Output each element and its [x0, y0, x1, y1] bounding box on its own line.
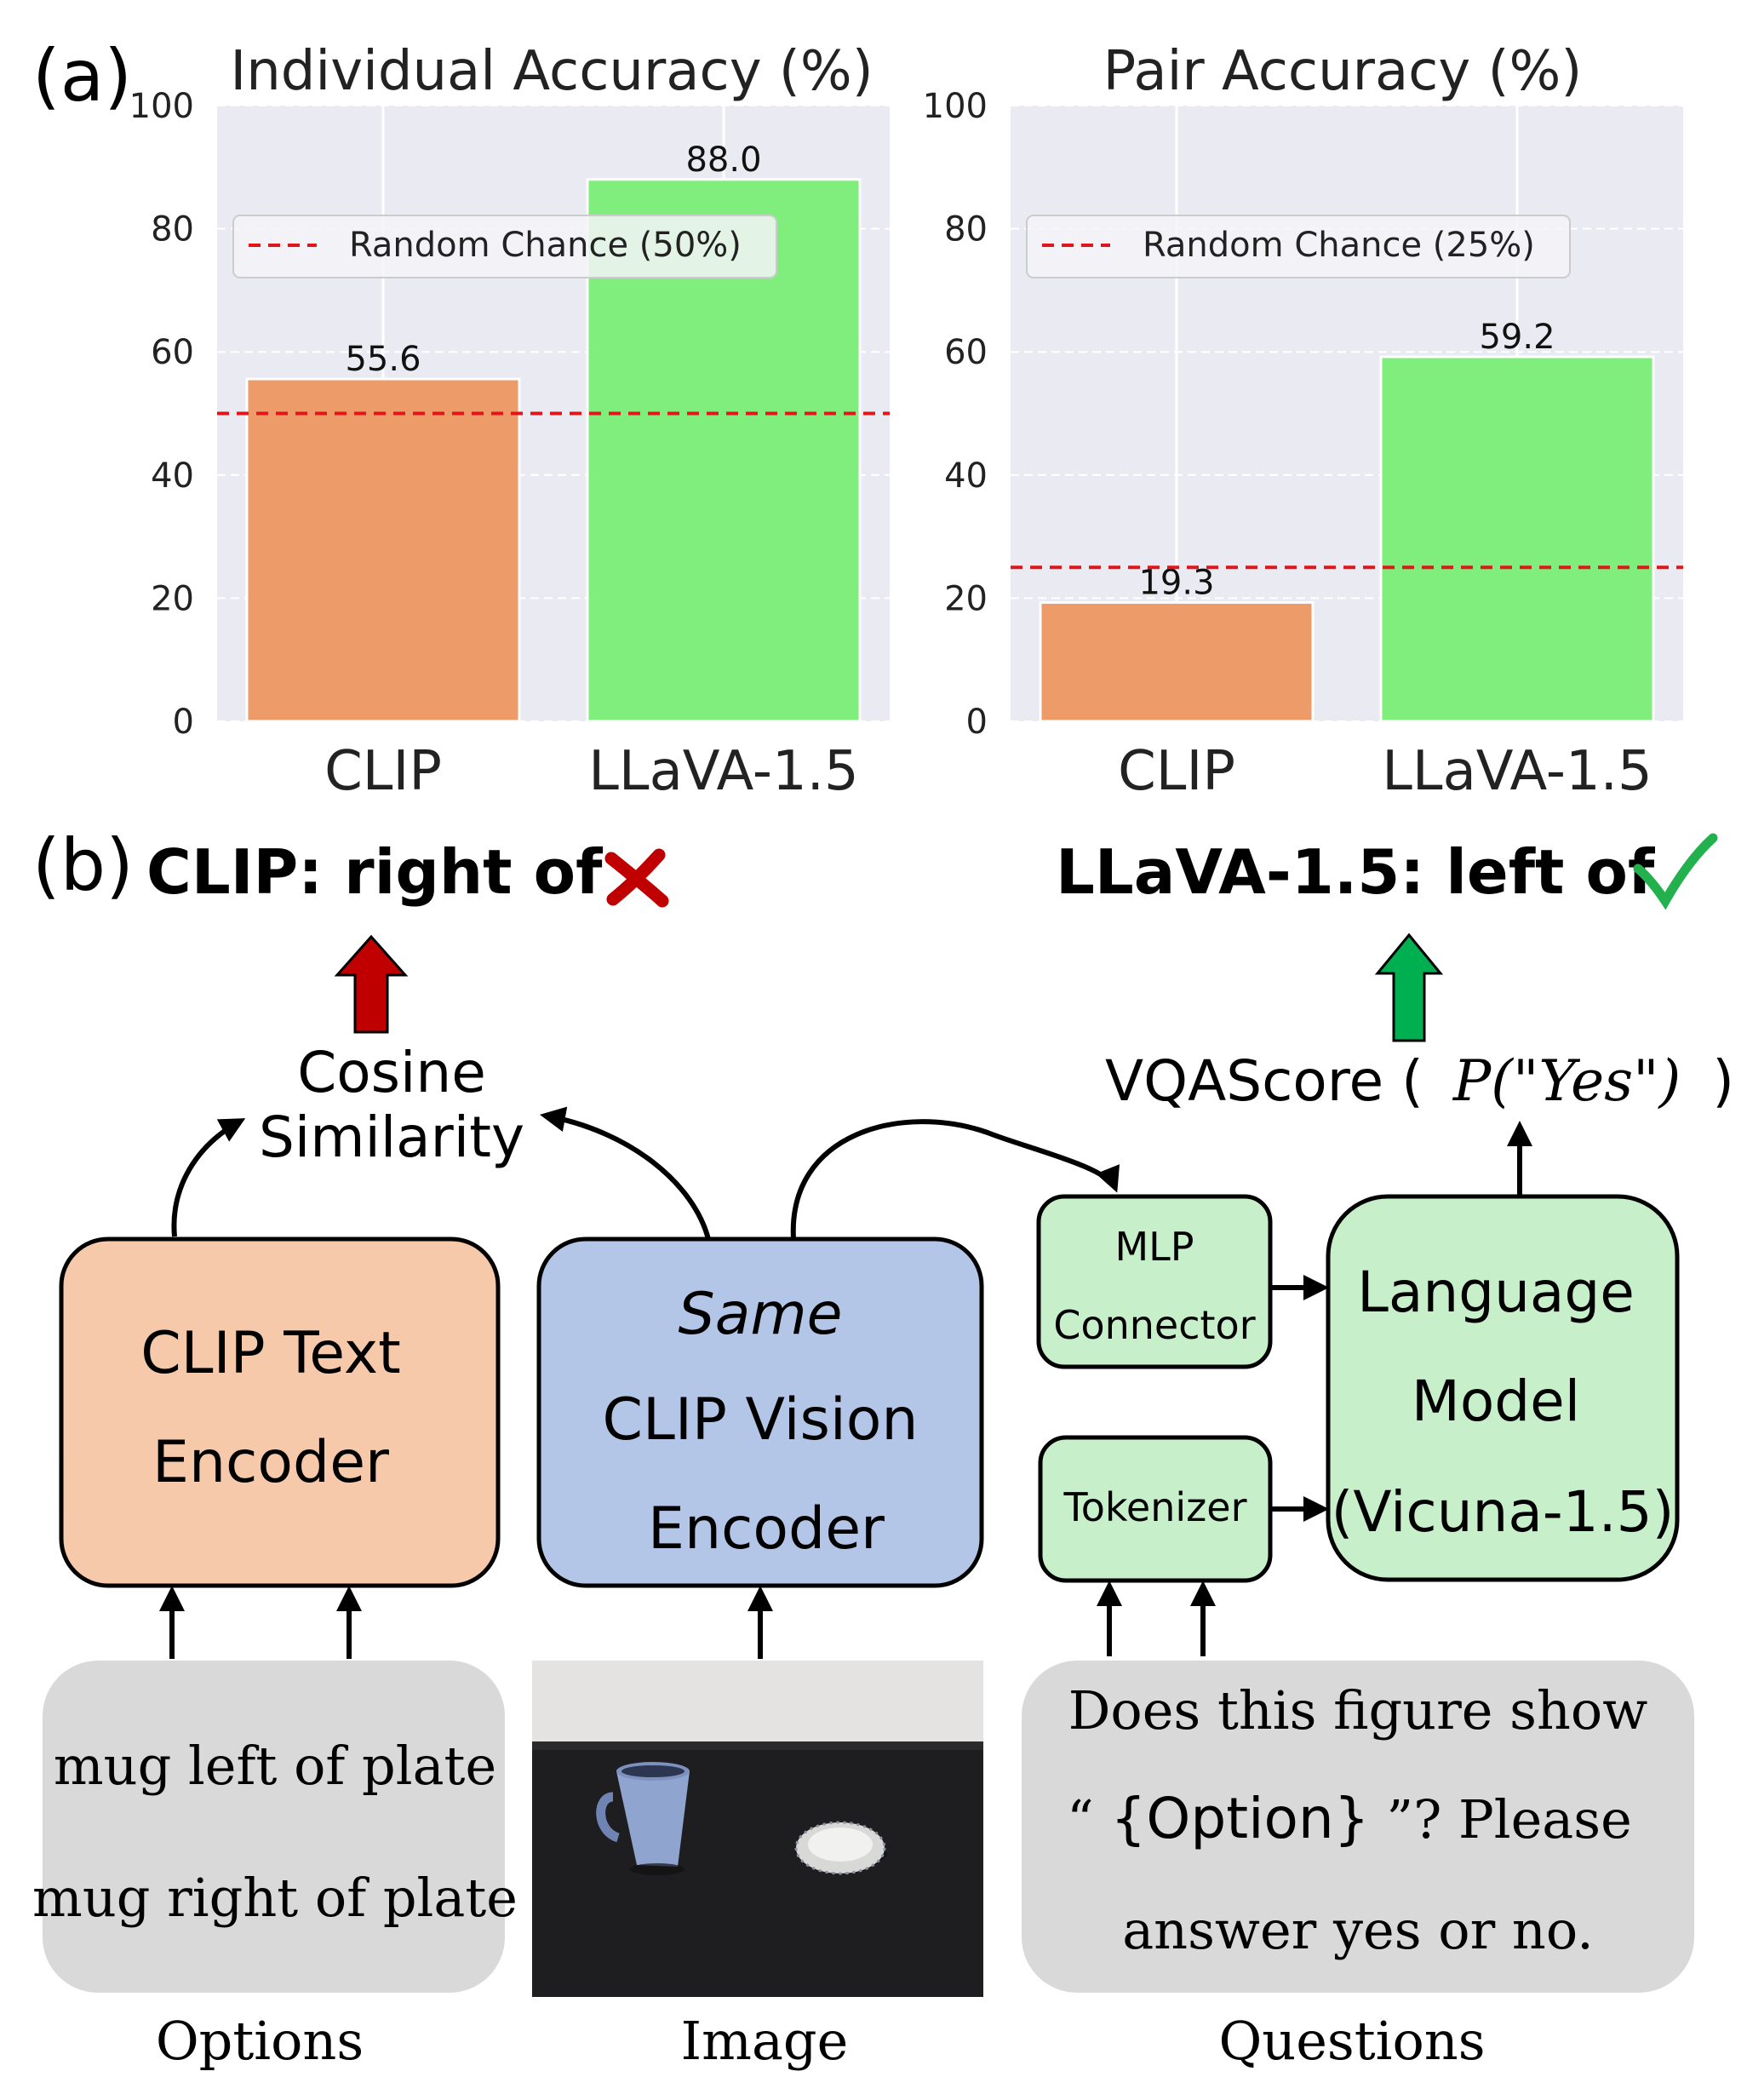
chart1-title: Individual Accuracy (%) — [230, 40, 873, 103]
individual-accuracy-chart: Individual Accuracy (%) 0 20 40 60 80 100 55.… — [129, 40, 890, 803]
y-tick-label: 0 — [966, 703, 988, 742]
chart1-legend-label: Random Chance (50%) — [349, 226, 742, 265]
clip-vision-encoder-line3: Encoder — [648, 1495, 885, 1563]
y-tick-label: 20 — [944, 579, 988, 618]
mlp-connector-line1: MLP — [1114, 1224, 1194, 1270]
vision-to-mlp-arrow — [790, 1119, 1120, 1240]
caption-options: Options — [156, 2010, 364, 2072]
caption-questions: Questions — [1218, 2010, 1485, 2072]
clip-vision-encoder-line1: Same — [679, 1281, 843, 1348]
bar-llava-1-5 — [1379, 355, 1655, 723]
y-tick-label: 60 — [151, 333, 194, 372]
red-up-arrow-icon — [334, 934, 409, 1034]
language-model-line3: (Vicuna-1.5) — [1332, 1479, 1675, 1545]
bar-clip — [245, 377, 521, 723]
y-tick-label: 40 — [151, 456, 194, 496]
options-box — [43, 1661, 505, 1993]
language-model-line1: Language — [1357, 1259, 1635, 1325]
y-tick-label: 80 — [944, 210, 988, 250]
check-icon — [1633, 833, 1718, 910]
language-model-box — [1326, 1194, 1680, 1582]
y-tick-label: 100 — [923, 87, 988, 126]
green-up-arrow-icon — [1374, 932, 1444, 1042]
vqascore-formula: P("Yes") — [1452, 1048, 1681, 1114]
question-line-2: “ {Option} ”? Please — [1067, 1786, 1632, 1851]
vqascore-suffix: ) — [1712, 1048, 1734, 1114]
caption-image: Image — [681, 2010, 849, 2072]
question-option-placeholder: {Option} — [1110, 1786, 1369, 1851]
clip-result-text: CLIP: right of — [146, 836, 603, 908]
text-to-cosine-arrow — [171, 1118, 246, 1237]
y-tick-label: 20 — [151, 579, 194, 618]
y-tick-label: 0 — [173, 703, 194, 742]
clip-text-encoder-line2: Encoder — [152, 1429, 389, 1496]
option-2-text: mug right of plate — [32, 1867, 518, 1929]
clip-text-encoder-box — [59, 1236, 501, 1588]
y-tick-label: 40 — [944, 456, 988, 496]
mlp-connector-line2: Connector — [1053, 1302, 1255, 1348]
chart2-title: Pair Accuracy (%) — [1103, 40, 1583, 103]
clip-vision-encoder-line2: CLIP Vision — [603, 1386, 919, 1454]
option-1-text: mug left of plate — [54, 1735, 496, 1797]
cross-icon — [604, 848, 669, 908]
x-category-label: LLaVA-1.5 — [588, 740, 858, 803]
y-tick-label: 80 — [151, 210, 194, 250]
chart2-legend: Random Chance (25%) — [1026, 215, 1571, 278]
cosine-similarity-line2: Similarity — [259, 1105, 524, 1170]
question-line-3: answer yes or no. — [1122, 1899, 1594, 1961]
vision-to-cosine-arrow — [540, 1106, 711, 1240]
llava-result-text: LLaVA-1.5: left of — [1056, 836, 1655, 908]
x-category-label: CLIP — [324, 740, 442, 803]
bar-value-label: 88.0 — [685, 141, 761, 180]
bar-value-label: 19.3 — [1138, 563, 1214, 602]
vqascore-prefix: VQAScore ( — [1105, 1048, 1423, 1114]
bar-value-label: 59.2 — [1479, 318, 1555, 357]
x-category-label: CLIP — [1118, 740, 1235, 803]
tokenizer-label: Tokenizer — [1063, 1484, 1246, 1530]
chart1-legend: Random Chance (50%) — [232, 215, 777, 278]
y-tick-label: 60 — [944, 333, 988, 372]
cosine-similarity-line1: Cosine — [297, 1040, 486, 1105]
x-category-label: LLaVA-1.5 — [1382, 740, 1652, 803]
panel-b-label: (b) — [32, 823, 134, 907]
clip-text-encoder-line1: CLIP Text — [140, 1320, 401, 1387]
questions-box — [1022, 1661, 1694, 1993]
bar-clip — [1039, 600, 1315, 723]
mug-and-plate-photo — [532, 1661, 983, 1997]
panel-a-label: (a) — [32, 34, 132, 118]
y-tick-label: 100 — [129, 87, 194, 126]
mlp-connector-box — [1036, 1194, 1273, 1369]
question-line-1: Does this figure show — [1068, 1679, 1648, 1741]
vqascore-label: VQAScore ( P("Yes") ) — [1105, 1048, 1734, 1114]
bar-value-label: 55.6 — [345, 340, 421, 379]
language-model-line2: Model — [1412, 1368, 1580, 1434]
chart2-legend-label: Random Chance (25%) — [1143, 226, 1535, 265]
